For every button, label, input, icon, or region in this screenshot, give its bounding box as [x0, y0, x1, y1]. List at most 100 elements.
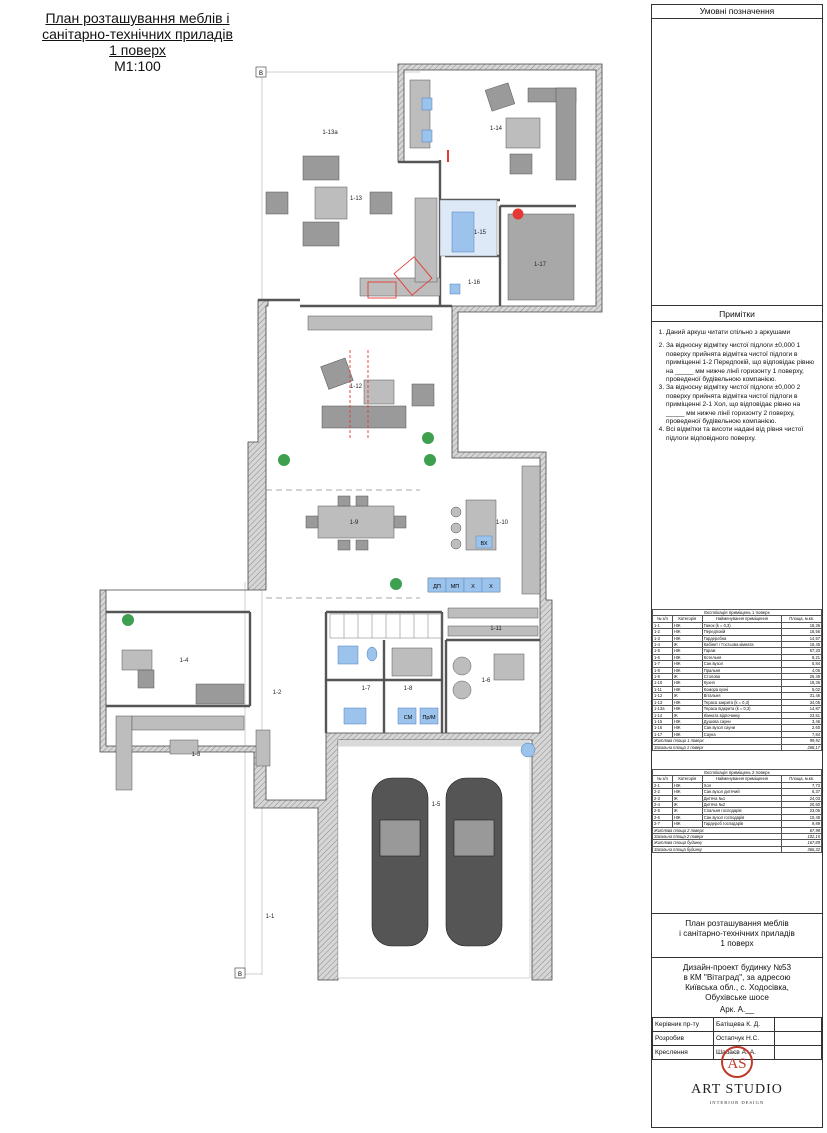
table-cell: 18,56 — [781, 628, 822, 636]
sheet-panel: Умовні позначення Примітки Даний аркуш ч… — [651, 4, 823, 1128]
total-value: 67,98 — [781, 826, 822, 835]
studio-logo: AS ART STUDIO INTERIOR DESIGN — [651, 1040, 823, 1128]
boiler — [452, 680, 472, 700]
table-cell: Пральня — [701, 666, 783, 675]
table-cell: Дитяча №1 — [701, 794, 783, 803]
divider — [652, 305, 822, 306]
staff-sign — [774, 1045, 822, 1060]
total-value: 167,89 — [781, 839, 822, 847]
table1-head-area: Площа, м.кв. — [781, 615, 822, 623]
chair — [393, 515, 407, 529]
table-cell: Ганок (k = 0,3) — [701, 621, 783, 630]
exterior-walls — [99, 63, 603, 981]
total-label: Житлова площа 1 поверх — [651, 737, 783, 745]
drawing-title-line2: санітарно-технічних приладів — [42, 26, 233, 42]
sink — [421, 97, 433, 111]
room-label-1-7: 1-7 — [362, 686, 371, 692]
note-4: Всі відмітки та висоти надані від рівня … — [666, 426, 820, 443]
table-cell: Столова — [701, 673, 783, 681]
table-cell: Душова сауни — [701, 717, 783, 726]
table-cell: Гардеробна — [701, 634, 783, 643]
table-cell: Гараж — [701, 647, 783, 655]
counter — [359, 277, 441, 297]
sofa-bed — [195, 683, 245, 705]
total-value: 366,32 — [781, 845, 822, 854]
table1-head-name: Найменування приміщення — [701, 615, 783, 623]
dashed-lines — [266, 489, 420, 599]
stool — [450, 522, 462, 534]
sheet-title-line3: 1 поверх — [720, 939, 754, 948]
mark-hood: ВХ — [480, 541, 487, 547]
mark-fridge-2: Х — [489, 584, 493, 590]
staff-name: Батіщева К. Д. — [712, 1017, 776, 1032]
washing-machine — [397, 707, 417, 725]
table-cell: 26,49 — [781, 673, 822, 681]
chair — [305, 515, 319, 529]
washbasin — [343, 707, 367, 725]
total-label: Житлова площа будинку — [651, 839, 783, 847]
room-labels: 1-1 1-2 1-3 1-4 1-5 1-6 1-7 1-8 1-9 1-10… — [180, 126, 547, 920]
armchair — [265, 191, 289, 215]
sofa — [302, 155, 340, 181]
stairs — [329, 613, 443, 639]
room-label-1-13a: 1-13а — [322, 130, 338, 136]
table-cell: 7,84 — [781, 730, 822, 739]
table-cell: 8,21 — [781, 653, 822, 662]
logo-sub: INTERIOR DESIGN — [709, 1100, 765, 1105]
table-cell: 34,05 — [781, 698, 822, 707]
stool — [450, 506, 462, 518]
table-cell: Вітальня — [701, 692, 783, 700]
table-cell: Гардероб господарів — [701, 820, 783, 828]
sheet-title-line2: і санітарно-технічних приладів — [679, 929, 795, 938]
floor-plan: В В — [99, 63, 603, 981]
table-cell: Сан.вузол — [701, 660, 783, 668]
dryer — [419, 707, 439, 725]
mark-dishwasher: ДП — [433, 584, 441, 590]
table-cell: 4,06 — [781, 666, 822, 675]
total-label: Загальна площа 1 поверх — [651, 743, 783, 751]
table-cell: 3,46 — [781, 717, 822, 726]
table-cell: 9,89 — [781, 820, 822, 828]
dining-table — [317, 505, 395, 539]
table-cell: Дитяча №2 — [701, 800, 783, 809]
room-label-1-15: 1-15 — [474, 230, 487, 236]
table-cell: 18,36 — [781, 679, 822, 687]
grid-marker-top-label: В — [259, 71, 263, 77]
table-cell: 23,51 — [781, 711, 822, 719]
wardrobe — [131, 715, 245, 731]
chair — [137, 669, 155, 689]
sauna-bench — [507, 213, 575, 301]
armchair — [369, 191, 393, 215]
project-line4: Обухівське шосе — [705, 993, 769, 1002]
note-3: За відносну відмітку чистої підлоги ±0,0… — [666, 384, 820, 426]
logo-icon: AS — [721, 1046, 753, 1078]
tank — [493, 653, 525, 681]
table2-head-name: Найменування приміщення — [701, 775, 783, 783]
table-cell: 5,84 — [781, 660, 822, 668]
room-label-1-4: 1-4 — [180, 658, 189, 664]
chair — [355, 495, 369, 507]
table-cell: 2,60 — [781, 724, 822, 732]
cars — [371, 777, 503, 947]
room-label-1-8: 1-8 — [404, 686, 413, 692]
table-cell: 14,57 — [781, 634, 822, 643]
table-cell: 7,73 — [781, 781, 822, 790]
table — [505, 117, 541, 149]
table-cell: Котельня — [701, 653, 783, 662]
kitchen-marks: ДП МП Х Х ВХ СМ Пр/М — [404, 535, 501, 721]
mark-washer: СМ — [404, 715, 413, 721]
table-cell: Сан.вузол господарів — [701, 813, 783, 822]
room-label-1-12: 1-12 — [350, 384, 363, 390]
